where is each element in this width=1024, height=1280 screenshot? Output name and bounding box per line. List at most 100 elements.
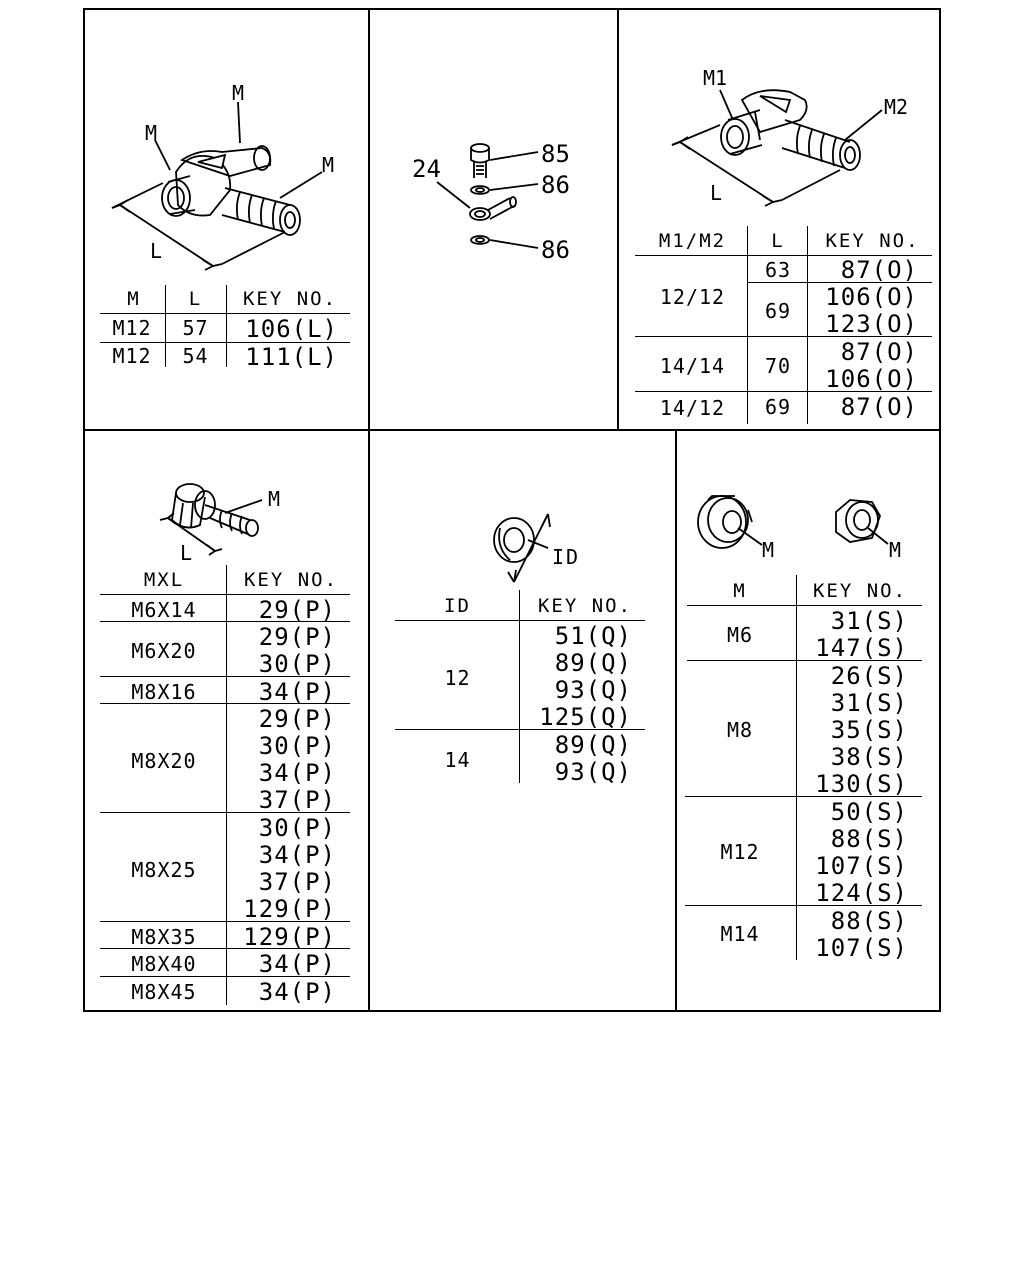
label-m-flange-nut: M [762,538,774,562]
table-cell: 107(S) [815,934,908,962]
table-cell: 50(S) [830,798,908,826]
table-cell: 69 [764,299,792,323]
table-cell: 29(P) [258,623,336,651]
divider-top-1 [368,8,370,429]
col-header-m: M [733,580,747,602]
table-cell: 14 [444,748,471,772]
table-cell: M6 [726,623,754,647]
label-m1: M1 [703,66,727,90]
table-cell: M6X14 [131,598,197,622]
table-cell: 88(S) [830,907,908,935]
label-m-hex-nut: M [889,538,901,562]
table-cell: 37(P) [258,786,336,814]
table-cell: 125(Q) [539,703,632,731]
table-cell: 129(P) [243,923,336,951]
table-cell: 30(P) [258,732,336,760]
table-cell: 93(Q) [554,758,632,786]
table-cell: 93(Q) [554,676,632,704]
table-cell: 87(O) [840,393,918,421]
table-cell: 12 [444,666,471,690]
table-cell: 31(S) [830,689,908,717]
table-cell: 34(P) [258,759,336,787]
table-cell: 29(P) [258,596,336,624]
callout-85: 85 [541,140,570,168]
table-cell: M8 [726,718,754,742]
table-cell: 35(S) [830,716,908,744]
tee-fitting-illustration [111,101,323,271]
table-cell: M8X16 [131,680,197,704]
table-cell: M8X40 [131,952,197,976]
callout-24: 24 [412,155,441,183]
table-cell: 63 [764,258,792,282]
table-cell: 14/12 [659,396,726,420]
flange-nut-illustration [697,495,763,549]
table-cell: 147(S) [815,634,908,662]
callout-86-lower: 86 [541,236,570,264]
washer-illustration [493,513,551,583]
table-cell: M12 [112,316,152,340]
col-header-m1-m2: M1/M2 [658,230,727,252]
table-cell: M14 [720,922,760,946]
col-header-m: M [127,288,141,310]
label-id: ID [552,545,580,569]
table-cell: 69 [764,395,792,419]
table-cell: 51(Q) [554,622,632,650]
table-cell: M12 [720,840,760,864]
table-cell: 106(O) [825,283,918,311]
divider-top-2 [617,8,619,429]
table-cell: 12/12 [659,285,726,309]
table-cell: 89(Q) [554,649,632,677]
table-cell: 30(P) [258,650,336,678]
table-cell: 87(O) [840,338,918,366]
callout-86-upper: 86 [541,171,570,199]
col-header-key-no: KEY NO. [825,230,920,252]
table-cell: 34(P) [258,841,336,869]
table-cell: 37(P) [258,868,336,896]
label-m-left: M [145,121,157,145]
col-header-mxl: MXL [143,569,185,591]
label-dimension-l: L [150,239,162,263]
label-m: M [268,487,280,511]
label-dimension-l: L [710,181,722,205]
table-cell: 29(P) [258,705,336,733]
table-cell: M8X20 [131,749,197,773]
col-header-l: L [771,230,785,252]
table-cell: 106(L) [245,315,338,343]
col-header-l: L [188,288,203,310]
table-cell: M8X45 [131,980,197,1004]
label-m-right: M [322,153,334,177]
divider-horizontal [83,429,941,431]
table-cell: 88(S) [830,825,908,853]
label-m2: M2 [884,95,908,119]
col-header-key-no: KEY NO. [242,288,338,310]
divider-bottom-2 [675,429,677,1012]
table-cell: 70 [764,354,792,378]
col-header-key-no: KEY NO. [812,580,908,602]
table-cell: 111(L) [245,343,338,371]
col-header-key-no: KEY NO. [243,569,339,591]
banjo-bolt-illustration [436,143,539,249]
elbow-fitting-illustration [671,89,883,207]
label-dimension-l: L [180,541,192,565]
table-cell: 130(S) [815,770,908,798]
table-cell: 31(S) [830,607,908,635]
table-cell: M12 [112,344,152,368]
table-cell: 124(S) [815,879,908,907]
table-cell: M8X35 [131,925,197,949]
table-cell: 57 [182,316,209,340]
table-cell: 34(P) [258,978,336,1006]
table-cell: M8X25 [131,858,197,882]
diagram-frame [83,8,941,1012]
hex-nut-illustration [835,499,889,545]
table-cell: 129(P) [243,895,336,923]
divider-bottom-1 [368,429,370,1012]
hollow-bolt-illustration [159,483,263,556]
table-cell: 54 [182,344,209,368]
table-cell: 30(P) [258,814,336,842]
table-cell: M6X20 [131,639,197,663]
table-cell: 87(O) [840,256,918,284]
